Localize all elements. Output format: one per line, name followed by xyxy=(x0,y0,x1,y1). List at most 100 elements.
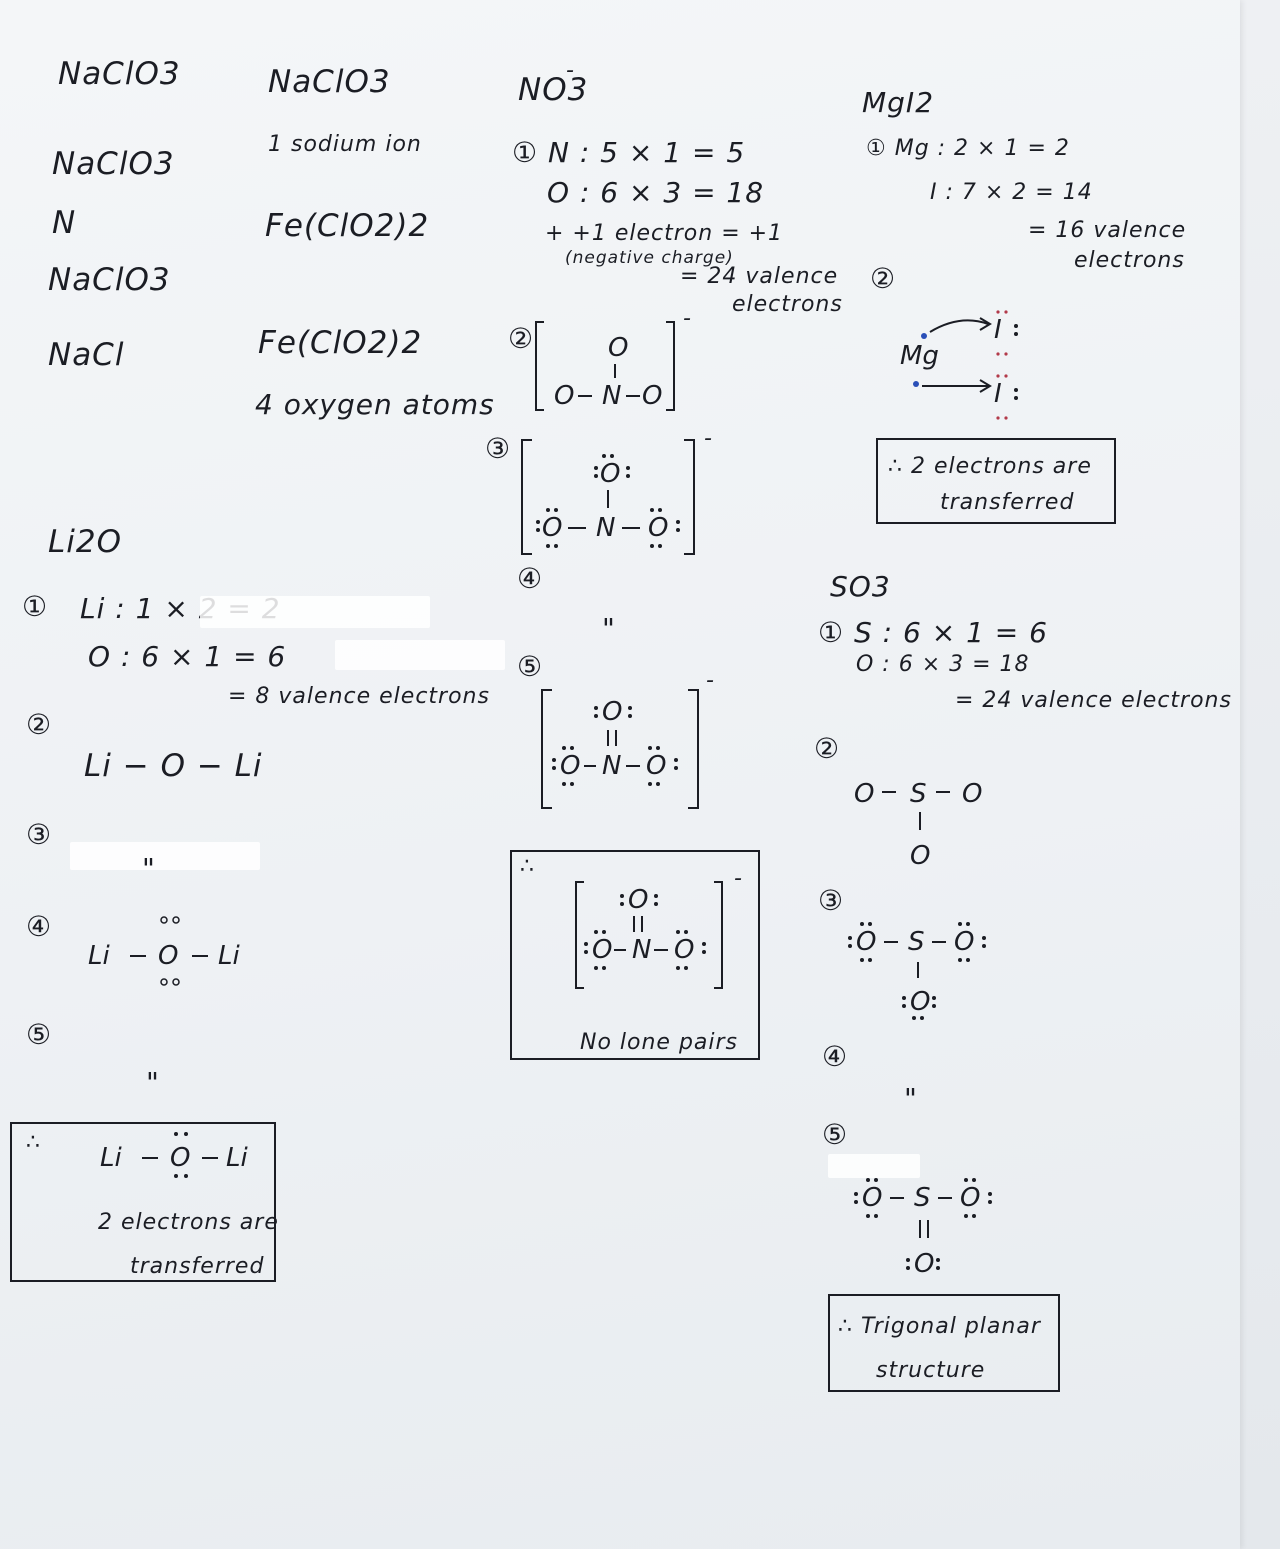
so3-step5-marker: ⑤ xyxy=(822,1118,849,1151)
so3-step3-lone-dot xyxy=(920,1016,924,1020)
no3-step4-marker: ④ xyxy=(517,562,544,595)
no3-step1-n: ① N : 5 × 1 = 5 xyxy=(512,136,746,169)
mgi2-step1-total: = 16 valence xyxy=(1028,218,1187,243)
no3-final-lone-dot xyxy=(676,966,680,970)
no3-step2-structure: O O N O xyxy=(535,321,675,411)
mgi2-atom-i-bottom: I xyxy=(994,379,1002,409)
no3-step5-lone-dot xyxy=(674,758,678,762)
no3-step3-bracket-right xyxy=(684,439,695,555)
no3-final-lone-dot xyxy=(676,930,680,934)
so3-step3-lone-dot xyxy=(932,996,936,1000)
no3-step5-charge: - xyxy=(706,668,715,693)
no3-final-lone-dot xyxy=(602,930,606,934)
so3-step4-marker: ④ xyxy=(822,1040,849,1073)
no3-step1-negative: (negative charge) xyxy=(565,248,734,268)
li2o-step4-atom-li-left: Li xyxy=(88,941,110,971)
so3-step4-ditto: " xyxy=(904,1082,918,1115)
so3-step2-structure: O S O O xyxy=(854,779,982,871)
mgi2-step1-mg: ① Mg : 2 × 1 = 2 xyxy=(866,136,1070,161)
so3-step5-lone-dot xyxy=(936,1266,940,1270)
no3-title-charge: - xyxy=(566,58,575,83)
li2o-step3-marker: ③ xyxy=(26,818,53,851)
mgi2-conclusion-line-1: ∴ 2 electrons are xyxy=(888,454,1092,479)
col1-formula-2: NaClO3 xyxy=(52,146,175,182)
li2o-step4-lone-dot xyxy=(172,916,180,924)
so3-step5-lone-dot xyxy=(964,1214,968,1218)
tape-mark xyxy=(828,1154,920,1178)
no3-step5-lone-dot xyxy=(648,782,652,786)
mgi2-conclusion-line-2: transferred xyxy=(940,490,1075,515)
no3-step5-marker: ⑤ xyxy=(517,650,544,683)
so3-step3-lone-dot xyxy=(868,958,872,962)
notebook-sheet: NaClO3 NaClO3 N NaClO3 NaCl NaClO3 1 sod… xyxy=(0,0,1240,1549)
no3-step3-lone-dot xyxy=(658,508,662,512)
so3-step5-atom-s: S xyxy=(914,1183,931,1213)
col1-formula-3: N xyxy=(52,205,77,241)
no3-step1-total-2: electrons xyxy=(732,292,843,317)
no3-final-atom-n: N xyxy=(632,935,651,965)
so3-step3-lone-dot xyxy=(966,958,970,962)
li2o-step1-marker: ① xyxy=(22,590,49,623)
no3-step2-atom-o-right: O xyxy=(642,381,662,411)
no3-step5-lone-dot xyxy=(552,758,556,762)
so3-step5-lone-dot xyxy=(866,1214,870,1218)
mgi2-step1-i: I : 7 × 2 = 14 xyxy=(930,180,1093,205)
mgi2-atom-mg: Mg xyxy=(900,341,939,371)
no3-step5-lone-dot xyxy=(648,746,652,750)
li2o-step4-marker: ④ xyxy=(26,910,53,943)
no3-step2-atom-n: N xyxy=(602,381,621,411)
no3-title: NO3 xyxy=(518,72,589,108)
mgi2-transfer-arrowhead-bottom xyxy=(979,379,992,393)
so3-step2-atom-s: S xyxy=(910,779,927,809)
no3-step5-lone-dot xyxy=(570,746,574,750)
li2o-final-lone-dot xyxy=(184,1132,188,1136)
mgi2-lone-dot xyxy=(996,352,1000,356)
so3-step5-lone-dot xyxy=(936,1258,940,1262)
col2-formula-1: Fe(ClO2)2 xyxy=(265,208,430,244)
li2o-step3-ditto: " xyxy=(142,852,156,885)
col1-formula-1: NaClO3 xyxy=(58,56,181,92)
li2o-step2-marker: ② xyxy=(26,708,53,741)
so3-step3-atom-o-left: O xyxy=(856,927,876,957)
so3-step5-lone-dot xyxy=(906,1258,910,1262)
so3-step5-atom-o-right: O xyxy=(960,1183,980,1213)
so3-step5-lone-dot xyxy=(988,1192,992,1196)
mgi2-valence-electron xyxy=(913,381,919,387)
mgi2-step1-total-2: electrons xyxy=(1074,248,1185,273)
no3-step3-lone-dot xyxy=(626,466,630,470)
no3-step1-o: O : 6 × 3 = 18 xyxy=(547,176,765,209)
no3-final-lone-dot xyxy=(584,950,588,954)
no3-final-lone-dot xyxy=(584,942,588,946)
li2o-title: Li2O xyxy=(48,524,123,560)
col1-formula-4: NaClO3 xyxy=(48,262,171,298)
no3-step5-structure: O O N O xyxy=(541,689,699,809)
no3-final-lone-dot xyxy=(702,950,706,954)
mgi2-lone-dot xyxy=(996,374,1000,378)
li2o-final-atom-o: O xyxy=(170,1143,190,1173)
no3-final-bracket-left xyxy=(575,881,584,989)
no3-step4-ditto: " xyxy=(602,612,616,645)
so3-step5-lone-dot xyxy=(874,1214,878,1218)
no3-step3-lone-dot xyxy=(554,508,558,512)
so3-step1-total: = 24 valence electrons xyxy=(955,688,1232,713)
no3-step3-lone-dot xyxy=(594,466,598,470)
li2o-conclusion-line-1: 2 electrons are xyxy=(98,1210,279,1235)
no3-final-lone-dot xyxy=(684,930,688,934)
so3-step3-lone-dot xyxy=(966,922,970,926)
no3-step3-lone-dot xyxy=(536,520,540,524)
so3-step1-s: ① S : 6 × 1 = 6 xyxy=(818,616,1048,649)
no3-step5-lone-dot xyxy=(552,766,556,770)
mgi2-lone-dot xyxy=(1004,374,1008,378)
no3-step3-atom-o-left: O xyxy=(542,513,562,543)
no3-step3-atom-o-top: O xyxy=(600,459,620,489)
so3-step3-marker: ③ xyxy=(818,884,845,917)
col2-formula-2: Fe(ClO2)2 xyxy=(258,325,423,361)
li2o-step4-lone-dot xyxy=(160,978,168,986)
no3-step3-atom-n: N xyxy=(596,513,615,543)
li2o-final-lone-dot xyxy=(184,1174,188,1178)
so3-step3-lone-dot xyxy=(902,1004,906,1008)
no3-step3-lone-dot xyxy=(536,528,540,532)
no3-step2-bracket-right xyxy=(666,321,675,411)
mgi2-lone-dot xyxy=(1004,310,1008,314)
so3-step2-marker: ② xyxy=(814,732,841,765)
